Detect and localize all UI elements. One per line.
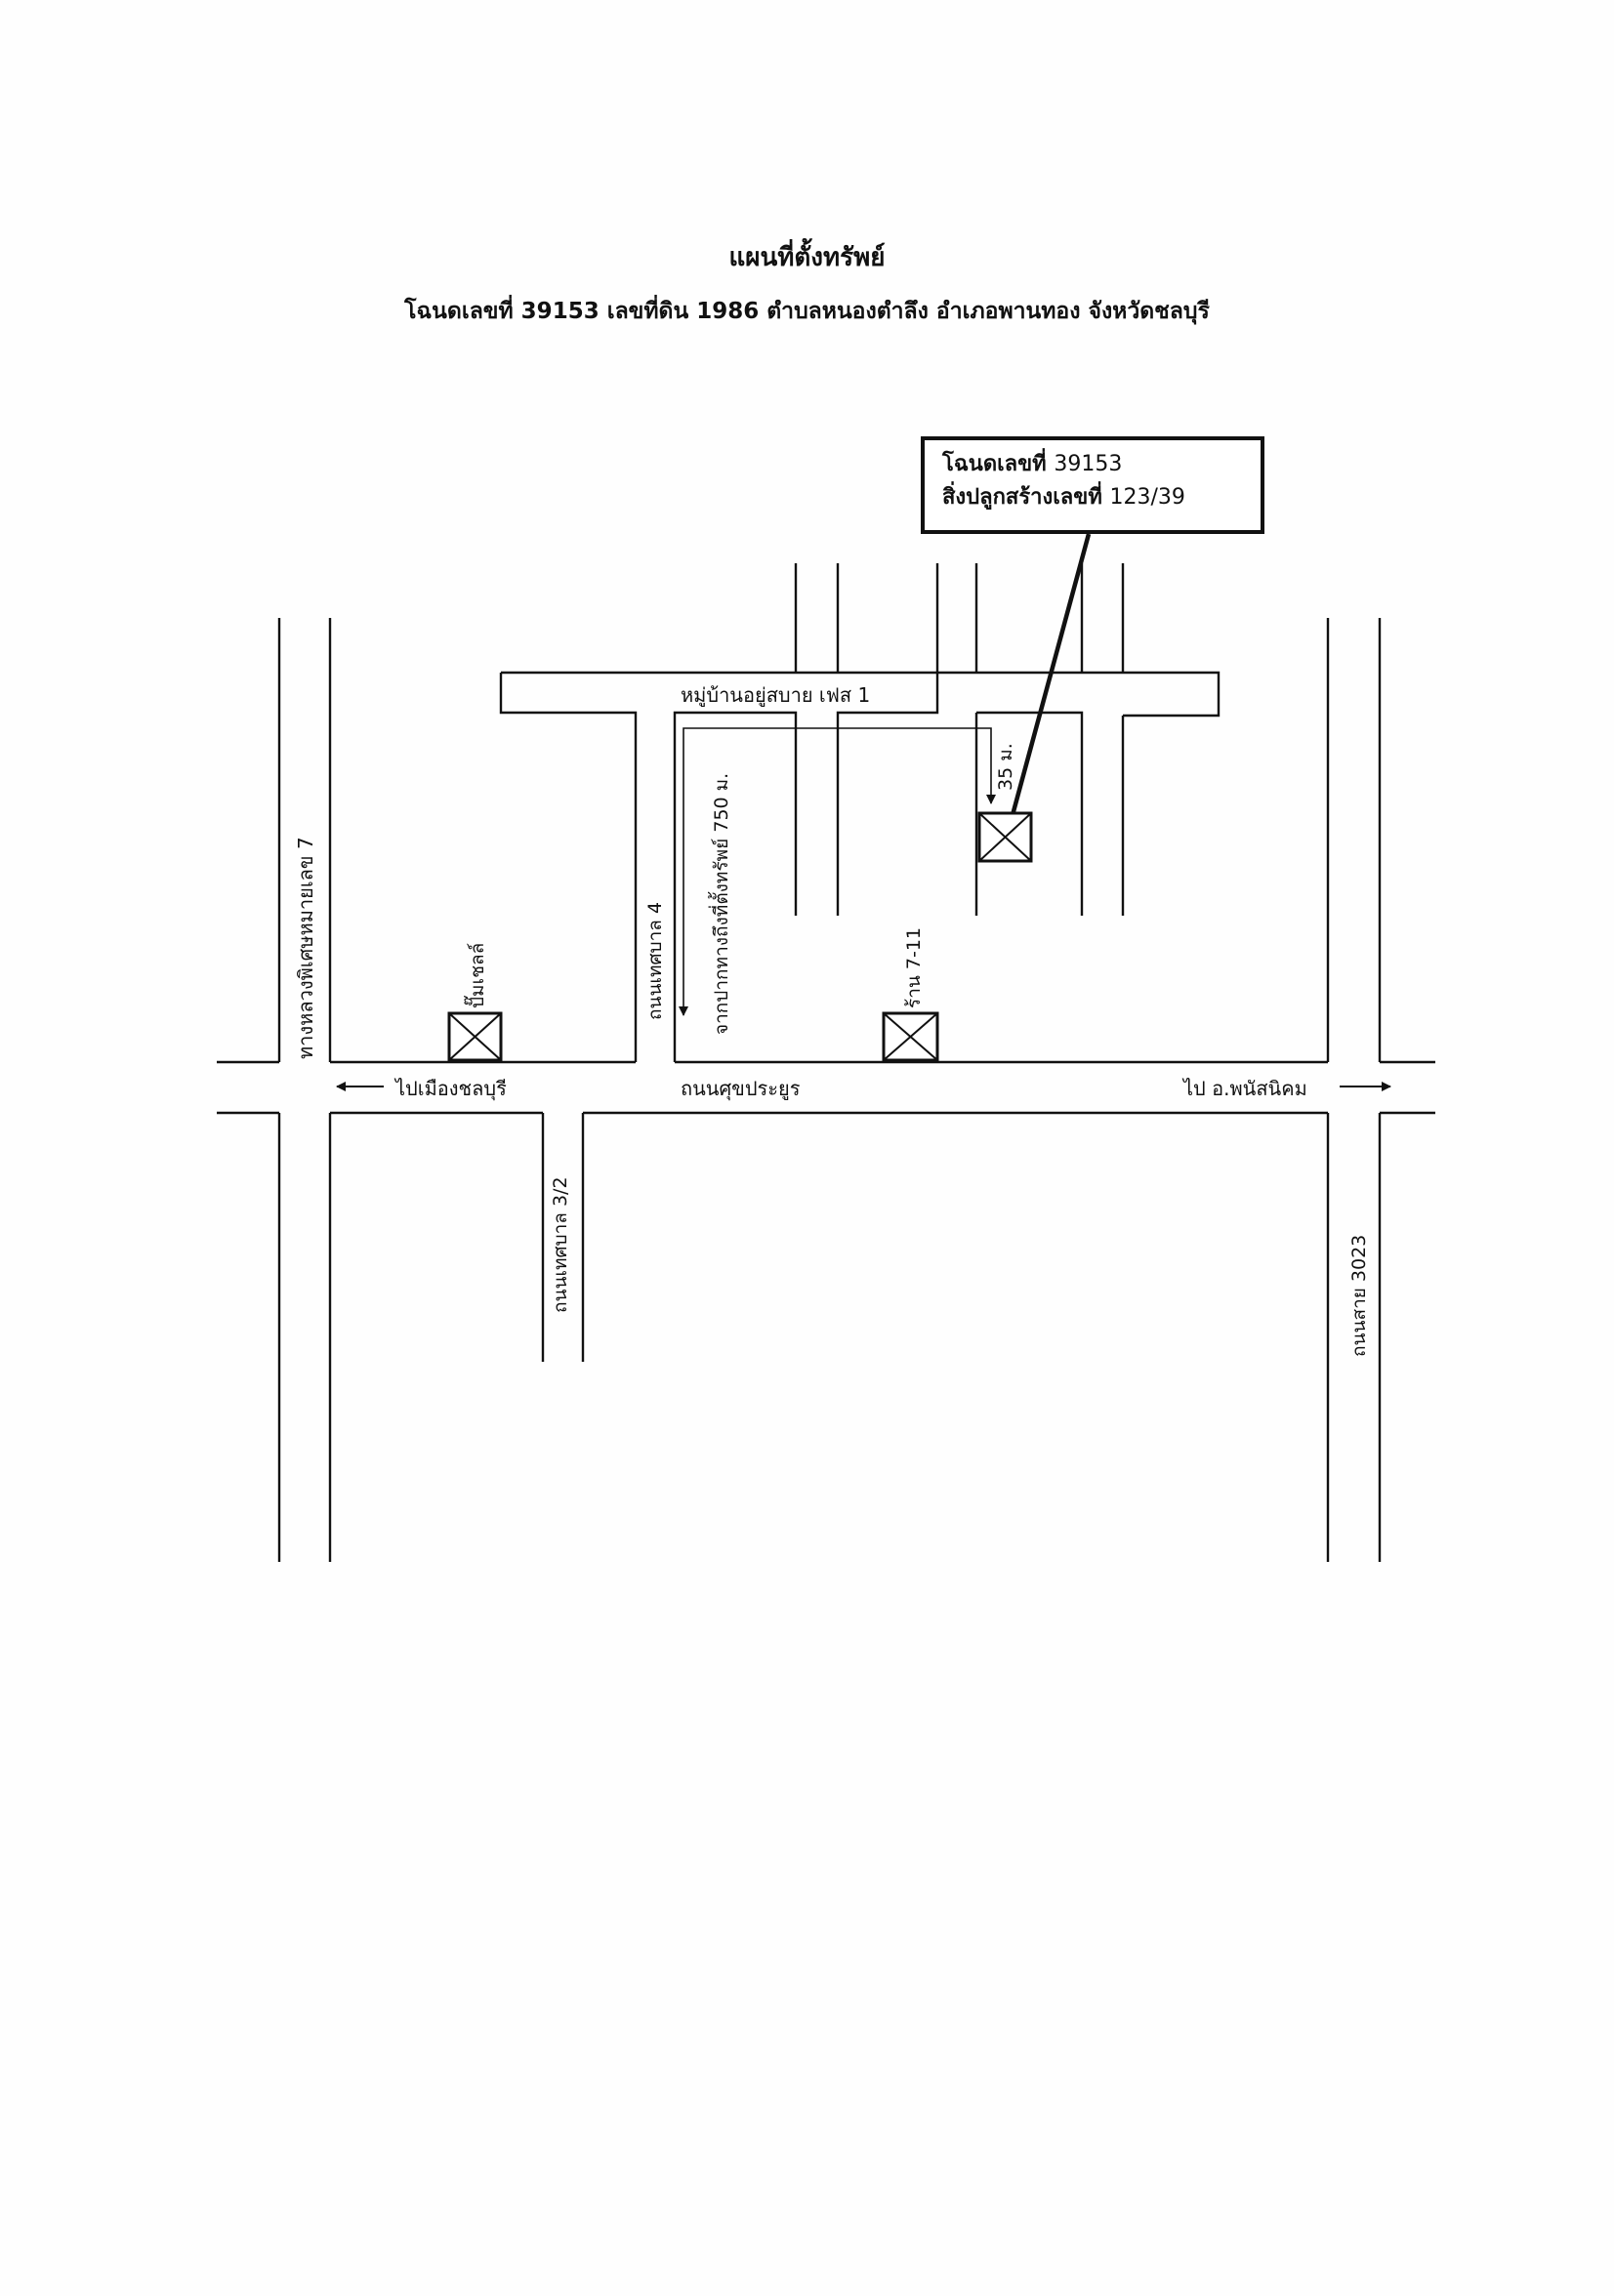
village-label: หมู่บ้านอยู่สบาย เฟส 1 (681, 683, 870, 708)
callout-pointer-line (1010, 533, 1092, 816)
seven-eleven-label: ร้าน 7-11 (903, 927, 925, 1008)
map-subtitle: โฉนดเลขที่ 39153 เลขที่ดิน 1986 ตำบลหนอง… (404, 299, 1210, 324)
highway-7-label: ทางหลวงพิเศษหมายเลข 7 (294, 837, 317, 1059)
route-3023-road (1326, 618, 1382, 1562)
municipal-4-label: ถนนเทศบาล 4 (644, 902, 666, 1020)
title-deed-callout: โฉนดเลขที่ 39153 สิ่งปลูกสร้างเลขที่ 123… (921, 436, 1264, 534)
callout-deed-number: 39153 (1054, 452, 1123, 476)
callout-building-prefix: สิ่งปลูกสร้างเลขที่ (942, 485, 1102, 510)
seven-eleven-crossed-box-icon (882, 1011, 939, 1062)
village-road-network (499, 563, 1221, 1062)
shell-station-label: ปั๊มเชลล์ (464, 943, 488, 1008)
callout-deed-line: โฉนดเลขที่ 39153 (942, 448, 1261, 481)
callout-deed-prefix: โฉนดเลขที่ (942, 452, 1047, 476)
sukprayoon-road (217, 1060, 1435, 1115)
route-750m-arrow (679, 727, 996, 1016)
to-chonburi-label: ไปเมืองชลบุรี (393, 1077, 507, 1101)
distance-750-label: จากปากทางถึงที่ตั้งทรัพย์ 750 ม. (708, 773, 732, 1035)
property-crossed-box-icon (977, 811, 1033, 863)
callout-building-number: 123/39 (1109, 485, 1185, 510)
municipal-3-2-road (541, 1113, 585, 1362)
highway-7-road (277, 618, 332, 1562)
to-phanat-label: ไป อ.พนัสนิคม (1181, 1077, 1307, 1100)
main-road-label: ถนนศุขประยูร (681, 1077, 801, 1101)
callout-building-line: สิ่งปลูกสร้างเลขที่ 123/39 (942, 481, 1261, 514)
distance-35-label: 35 ม. (995, 743, 1016, 791)
route-3023-label: ถนนสาย 3023 (1348, 1235, 1370, 1357)
shell-station-crossed-box-icon (447, 1011, 503, 1062)
municipal-3-2-label: ถนนเทศบาล 3/2 (550, 1176, 571, 1313)
map-title: แผนที่ตั้งทรัพย์ (728, 243, 886, 272)
